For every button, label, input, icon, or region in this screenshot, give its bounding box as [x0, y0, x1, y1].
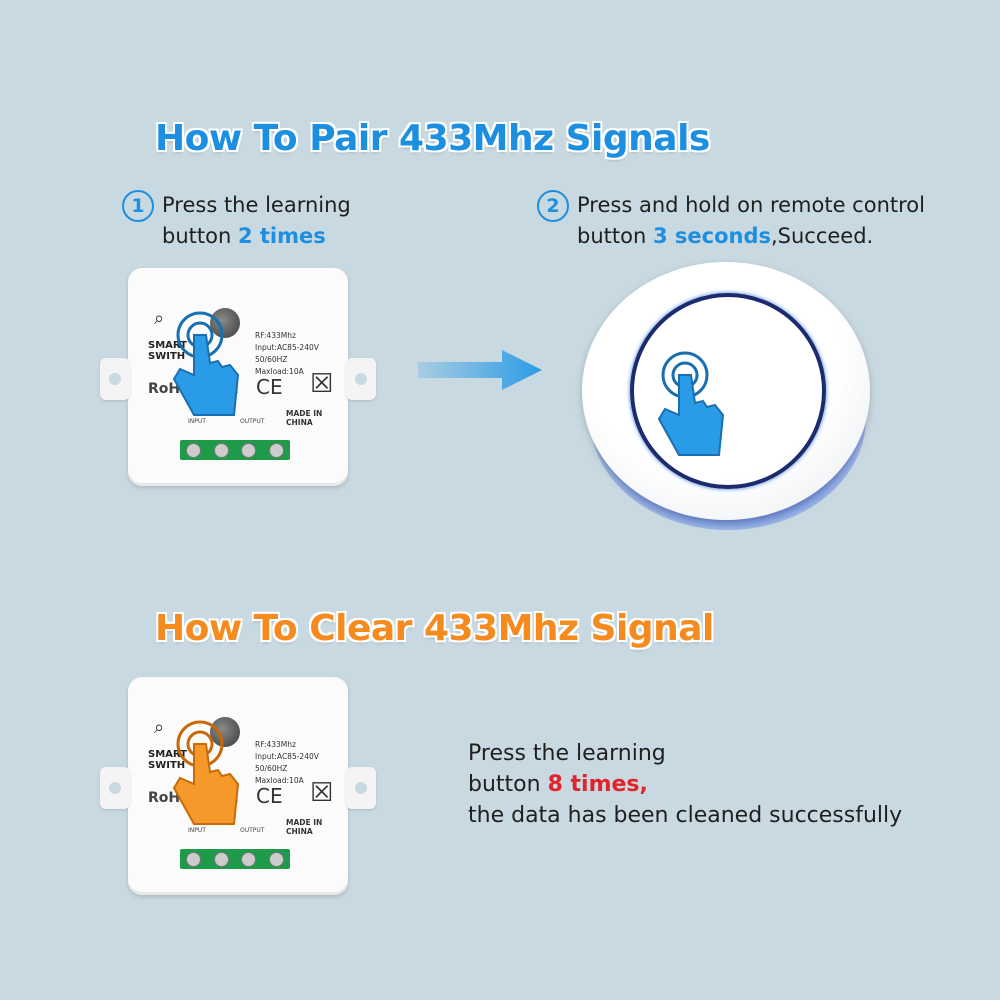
step-1-highlight: 2 times: [237, 224, 326, 248]
pair-section-title: How To Pair 433Mhz Signals: [155, 118, 710, 159]
crossed-bin-icon: ☒: [310, 369, 334, 399]
made-in-label: MADE IN CHINA: [286, 409, 323, 427]
step-1-line2: button 2 times: [162, 221, 351, 252]
wifi-icon: ⌕: [154, 308, 165, 329]
clear-line3: the data has been cleaned successfully: [468, 803, 903, 828]
learning-button[interactable]: [210, 717, 240, 747]
crossed-bin-icon: ☒: [310, 778, 334, 808]
made-in-label: MADE IN CHINA: [286, 818, 323, 836]
step-2-line2: button 3 seconds,Succeed.: [577, 221, 925, 252]
mounting-ear-right: [346, 358, 376, 400]
clear-line1: Press the learning: [468, 741, 666, 766]
ce-mark: CE: [256, 784, 283, 808]
step-2-line2-suffix: ,Succeed.: [770, 224, 874, 248]
input-label: INPUT: [188, 418, 206, 425]
clear-highlight: 8 times,: [547, 772, 648, 797]
step-2-number-badge: 2: [537, 190, 569, 222]
step-2-highlight: 3 seconds: [652, 224, 771, 248]
step-2-line1: Press and hold on remote control: [577, 193, 925, 217]
step-1-number-badge: 1: [122, 190, 154, 222]
terminal-block: [180, 440, 290, 460]
ce-mark: CE: [256, 375, 283, 399]
tap-hand-icon: [172, 311, 240, 416]
mounting-ear-right: [346, 767, 376, 809]
step-1-text: Press the learning button 2 times: [162, 190, 351, 252]
terminal-block: [180, 849, 290, 869]
tap-hand-icon: [657, 351, 725, 456]
clear-line2: button 8 times,: [468, 769, 902, 800]
mounting-ear-left: [100, 358, 130, 400]
clear-instructions: Press the learning button 8 times, the d…: [468, 738, 902, 831]
wifi-icon: ⌕: [154, 717, 165, 738]
output-label: OUTPUT: [240, 418, 265, 425]
mounting-ear-left: [100, 767, 130, 809]
right-arrow-icon: [418, 350, 542, 390]
step-1-line2-prefix: button: [162, 224, 238, 248]
input-label: INPUT: [188, 827, 206, 834]
output-label: OUTPUT: [240, 827, 265, 834]
tap-hand-icon: [172, 720, 240, 825]
remote-body[interactable]: [582, 262, 870, 520]
clear-line2-prefix: button: [468, 772, 548, 797]
step-2-text: Press and hold on remote control button …: [577, 190, 925, 252]
learning-button[interactable]: [210, 308, 240, 338]
remote-ring: [630, 293, 826, 489]
step-1-line1: Press the learning: [162, 193, 351, 217]
remote-control[interactable]: [582, 262, 870, 530]
clear-section-title: How To Clear 433Mhz Signal: [155, 608, 714, 649]
step-2-line2-prefix: button: [577, 224, 653, 248]
